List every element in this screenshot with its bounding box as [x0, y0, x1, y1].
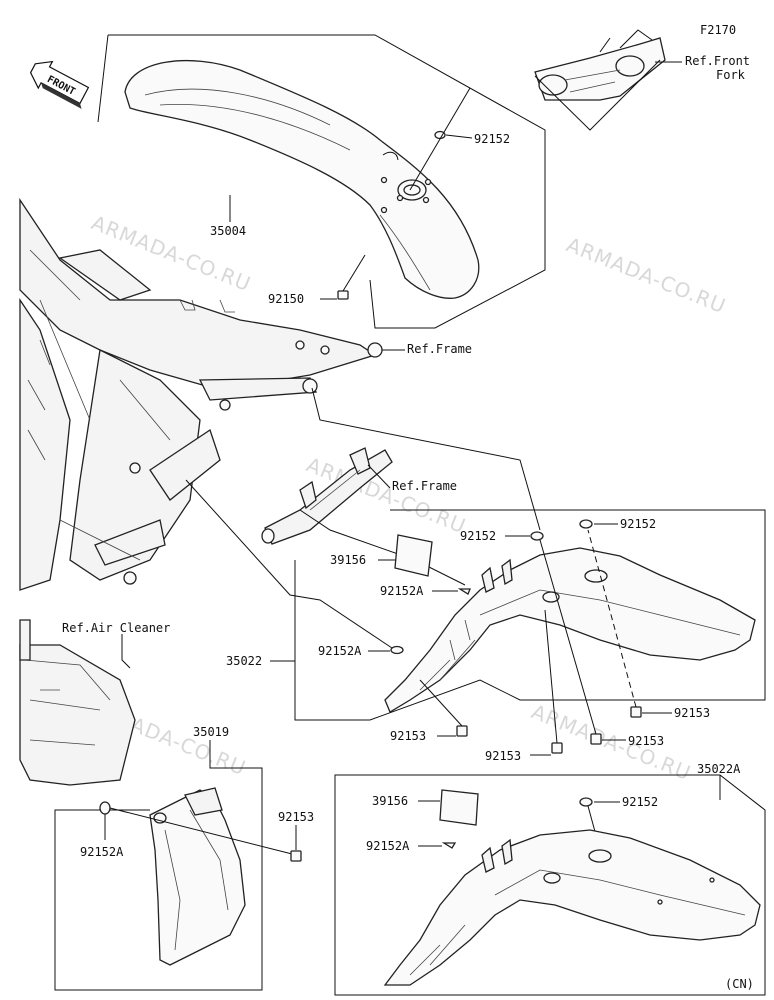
label-92153-e: 92153 — [278, 810, 314, 824]
air-cleaner-ref — [19, 619, 136, 786]
label-ref-frame-1: Ref.Frame — [407, 342, 472, 356]
label-92152A-4: 92152A — [366, 839, 410, 853]
bolt-92153-a — [419, 679, 468, 737]
label-92152-mid-left: 92152 — [460, 529, 496, 543]
bolt-92153-b — [530, 609, 563, 756]
rear-fender-35022 — [384, 547, 756, 713]
label-39156-b: 39156 — [372, 794, 408, 808]
watermark-5: ARMADA-CO.RU — [528, 699, 694, 785]
label-35019: 35019 — [193, 725, 229, 739]
label-92152-low: 92152 — [622, 795, 658, 809]
diagram-code: F2170 — [700, 23, 736, 37]
box-35022A — [334, 774, 766, 996]
clip-92152A-2 — [368, 645, 404, 655]
grommet-92152-mid-right — [579, 519, 618, 529]
rear-fender-35022A — [383, 829, 761, 986]
clip-92152A-1 — [432, 588, 471, 595]
label-ref-air-cleaner: Ref.Air Cleaner — [62, 621, 170, 635]
bolt-92153-d — [587, 529, 672, 718]
watermark-2: ARMADA-CO.RU — [563, 232, 729, 318]
region-tag: (CN) — [725, 977, 754, 991]
bolt-92153-e — [290, 825, 302, 862]
label-35022: 35022 — [226, 654, 262, 668]
label-39156-a: 39156 — [330, 553, 366, 567]
label-92152A-1: 92152A — [380, 584, 424, 598]
frame-bracket-ref — [261, 447, 393, 545]
bracket-35004 — [108, 34, 546, 329]
front-fender-35004 — [124, 60, 480, 299]
clip-92152A-4 — [418, 842, 457, 849]
label-92153-b: 92153 — [485, 749, 521, 763]
bracket-35019 — [54, 767, 263, 991]
label-92152-top: 92152 — [474, 132, 510, 146]
bolt-92150 — [320, 254, 366, 300]
label-ref-frame-2: Ref.Frame — [392, 479, 457, 493]
bracket-35022 — [294, 509, 766, 721]
frame-ref — [19, 197, 383, 591]
sticker-39156-b — [418, 789, 479, 826]
mudguard-35019 — [149, 787, 246, 966]
grommet-92152-mid-left — [505, 531, 544, 541]
bolt-92153-c — [539, 539, 626, 745]
label-92153-d: 92153 — [674, 706, 710, 720]
label-92153-a: 92153 — [390, 729, 426, 743]
label-92152A-3: 92152A — [80, 845, 124, 859]
sticker-39156-a — [378, 534, 433, 577]
label-35004: 35004 — [210, 224, 246, 238]
label-92153-c: 92153 — [628, 734, 664, 748]
label-35022A: 35022A — [697, 762, 741, 776]
grommet-92152-top — [434, 130, 473, 140]
label-92152A-2: 92152A — [318, 644, 362, 658]
front-fork-ref — [534, 29, 682, 131]
label-92150: 92150 — [268, 292, 304, 306]
front-arrow-icon: FRONT — [29, 60, 90, 109]
clip-92152A-3 — [99, 801, 297, 856]
label-92152-mid-right: 92152 — [620, 517, 656, 531]
